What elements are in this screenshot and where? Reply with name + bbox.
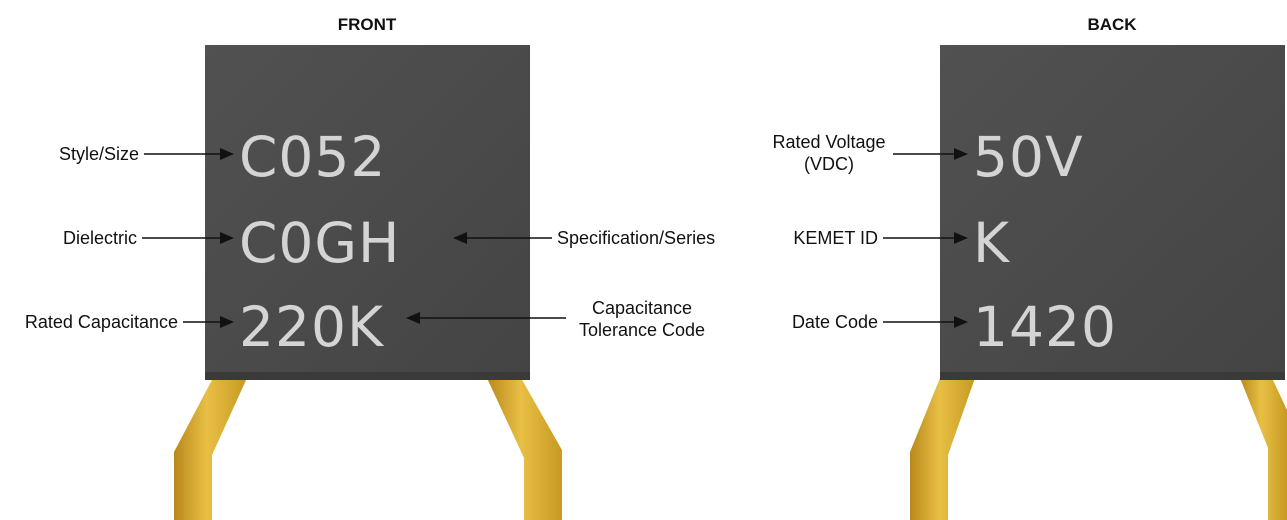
back-leads	[910, 378, 1287, 520]
front-capacitor-body	[205, 45, 530, 380]
front-right-lead	[487, 378, 562, 520]
arrowhead-rated-capacitance	[220, 316, 234, 328]
label-rated-voltage-line1: Rated Voltage	[772, 132, 885, 152]
back-heading: BACK	[1087, 15, 1137, 34]
arrowhead-tolerance-code	[406, 312, 420, 324]
front-heading: FRONT	[338, 15, 397, 34]
label-rated-capacitance: Rated Capacitance	[25, 312, 178, 332]
front-left-lead	[174, 378, 247, 520]
arrowhead-kemet-id	[954, 232, 968, 244]
front-body-shadow	[205, 372, 530, 380]
arrowhead-rated-voltage	[954, 148, 968, 160]
front-view: FRONT C052 C0GH 220K Style/Size Dielectr…	[25, 15, 715, 520]
front-marking-capacitance: 220K	[239, 295, 385, 359]
arrowhead-style-size	[220, 148, 234, 160]
back-marking-date-code: 1420	[973, 295, 1117, 359]
label-kemet-id: KEMET ID	[793, 228, 878, 248]
back-body-shadow	[940, 372, 1285, 380]
back-view: BACK 50V K 1420 Rated Voltage (VDC) KEME…	[772, 15, 1287, 520]
label-style-size: Style/Size	[59, 144, 139, 164]
label-tolerance-line1: Capacitance	[592, 298, 692, 318]
front-marking-dielectric-spec: C0GH	[239, 211, 400, 275]
front-leads	[174, 378, 562, 520]
front-marking-style-size: C052	[239, 125, 386, 189]
back-marking-voltage: 50V	[973, 125, 1084, 189]
arrowhead-specification-series	[453, 232, 467, 244]
arrowhead-date-code	[954, 316, 968, 328]
label-date-code: Date Code	[792, 312, 878, 332]
back-left-lead	[910, 378, 975, 520]
back-right-lead	[1240, 378, 1287, 520]
label-dielectric: Dielectric	[63, 228, 137, 248]
label-specification-series: Specification/Series	[557, 228, 715, 248]
label-tolerance-line2: Tolerance Code	[579, 320, 705, 340]
label-rated-voltage-line2: (VDC)	[804, 154, 854, 174]
back-marking-kemet-id: K	[973, 211, 1011, 275]
arrowhead-dielectric	[220, 232, 234, 244]
back-capacitor-body	[940, 45, 1285, 380]
